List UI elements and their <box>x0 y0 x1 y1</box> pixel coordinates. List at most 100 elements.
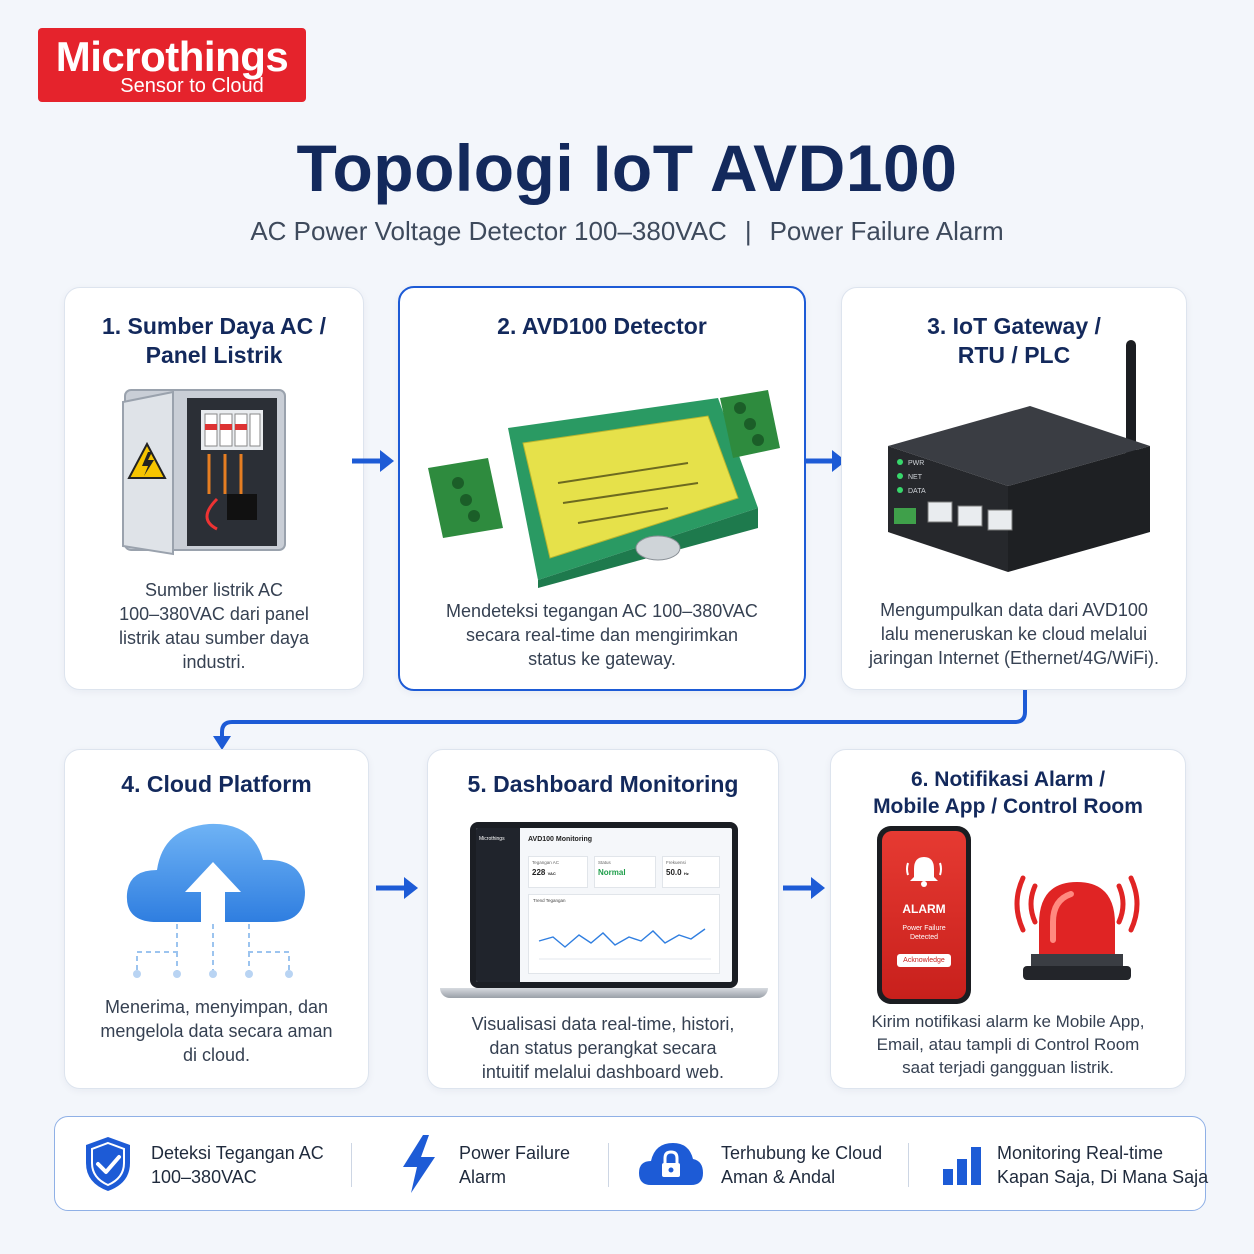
subtitle-separator: | <box>744 216 752 246</box>
step-title-line: 3. IoT Gateway / <box>927 313 1101 339</box>
feature-line: Kapan Saja, Di Mana Saja <box>997 1167 1209 1187</box>
step-description: Mendeteksi tegangan AC 100–380VAC secara… <box>418 599 786 671</box>
step-desc-line: Sumber listrik AC <box>144 580 284 600</box>
electrical-panel-icon <box>122 389 286 556</box>
step-title-line: 6. Notifikasi Alarm / <box>910 768 1106 791</box>
step-card-alarm-notification: 6. Notifikasi Alarm / Mobile App / Contr… <box>830 749 1186 1089</box>
step-title-line: 1. Sumber Daya AC / <box>101 313 327 339</box>
stat-value: 228 <box>532 868 546 877</box>
step-title-line: 2. AVD100 Detector <box>497 313 707 339</box>
led-label: NET <box>908 474 923 481</box>
step-desc-line: saat terjadi gangguan listrik. <box>902 1058 1114 1077</box>
mobile-phone-illustration: ALARM Power Failure Detected Acknowledge <box>877 826 971 1004</box>
step-desc-line: di cloud. <box>182 1045 251 1065</box>
step-desc-line: mengelola data secara aman <box>100 1021 333 1041</box>
step-title: 2. AVD100 Detector <box>400 312 804 341</box>
step-title: 4. Cloud Platform <box>65 770 368 799</box>
step-desc-line: Mendeteksi tegangan AC 100–380VAC <box>446 601 758 621</box>
step-description: Sumber listrik AC 100–380VAC dari panel … <box>83 578 345 674</box>
step-card-avd100-detector: 2. AVD100 Detector Mendeteksi tegangan A… <box>398 286 806 691</box>
avd100-module-icon <box>428 390 780 588</box>
step-desc-line: status ke gateway. <box>528 649 676 669</box>
stat-value: Normal <box>598 868 626 877</box>
page-title: Topologi IoT AVD100 <box>296 131 958 205</box>
step-description: Kirim notifikasi alarm ke Mobile App, Em… <box>849 1010 1167 1079</box>
feature-divider <box>351 1143 352 1187</box>
step-desc-line: Email, atau tampli di Control Room <box>876 1035 1140 1054</box>
feature-cloud-connected: Terhubung ke Cloud Aman & Andal <box>637 1117 917 1212</box>
step-desc-line: secara real-time dan mengirimkan <box>465 625 739 645</box>
flow-arrow-4-5 <box>374 874 420 902</box>
feature-line: Aman & Andal <box>721 1167 836 1187</box>
feature-line: Terhubung ke Cloud <box>721 1143 883 1163</box>
laptop-base <box>440 988 768 998</box>
dashboard-header: AVD100 Monitoring <box>528 836 593 843</box>
step-desc-line: intuitif melalui dashboard web. <box>481 1062 725 1082</box>
flow-arrow-5-6 <box>781 874 827 902</box>
stat-unit: VAC <box>547 871 556 876</box>
stat-label: Tegangan AC <box>532 860 560 865</box>
flow-connector-3-4 <box>213 690 1027 750</box>
flow-arrow-2-3 <box>802 447 848 475</box>
stat-unit: Hz <box>683 871 689 876</box>
logo-tagline: Sensor to Cloud <box>120 75 264 97</box>
feature-divider <box>908 1143 909 1187</box>
step-card-iot-gateway: 3. IoT Gateway / RTU / PLC PWR NET DATA … <box>841 287 1187 690</box>
stat-card: Tegangan AC 228 VAC <box>528 856 588 888</box>
feature-power-failure: Power Failure Alarm <box>395 1117 615 1212</box>
feature-line: Deteksi Tegangan AC <box>151 1143 324 1163</box>
alarm-label: ALARM <box>902 902 946 916</box>
logo-brand-name: Microthings <box>55 33 289 80</box>
step-desc-line: Visualisasi data real-time, histori, <box>471 1014 735 1034</box>
step-desc-line: industri. <box>182 652 246 672</box>
trend-line-sparkline <box>538 928 711 960</box>
trend-chart-panel: Trend Tegangan <box>528 894 720 974</box>
led-label: PWR <box>908 460 924 467</box>
step-title: 5. Dashboard Monitoring <box>428 770 778 799</box>
alarm-message: Power Failure Detected <box>882 924 966 942</box>
gateway-device-icon: PWR NET DATA <box>888 340 1150 572</box>
laptop-illustration: Microthings AVD100 Monitoring Tegangan A… <box>440 822 768 1002</box>
alarm-siren-icon <box>1014 875 1140 980</box>
feature-realtime-monitoring: Monitoring Real-time Kapan Saja, Di Mana… <box>937 1117 1208 1212</box>
cloud-upload-icon <box>126 823 305 978</box>
step-description: Mengumpulkan data dari AVD100 lalu mener… <box>860 598 1168 670</box>
step-title-line: RTU / PLC <box>957 342 1071 368</box>
step-card-cloud-platform: 4. Cloud Platform Menerima, menyimpan, d… <box>64 749 369 1089</box>
step-desc-line: Kirim notifikasi alarm ke Mobile App, <box>871 1012 1145 1031</box>
step-desc-line: listrik atau sumber daya <box>118 628 310 648</box>
step-title-line: Panel Listrik <box>145 342 283 368</box>
step-title-line: 5. Dashboard Monitoring <box>467 771 739 797</box>
step-description: Menerima, menyimpan, dan mengelola data … <box>83 995 350 1067</box>
dashboard-app-name: Microthings <box>479 836 505 842</box>
step-desc-line: Mengumpulkan data dari AVD100 <box>880 600 1148 620</box>
step-desc-line: dan status perangkat secara <box>489 1038 717 1058</box>
feature-divider <box>608 1143 609 1187</box>
alarm-message-line: Power Failure <box>902 925 946 932</box>
stat-label: Frekuensi <box>666 860 686 865</box>
shield-check-icon <box>86 1137 130 1191</box>
microthings-logo: Microthings Sensor to Cloud <box>38 28 306 102</box>
stat-label: Status <box>598 860 611 865</box>
feature-voltage-detection: Deteksi Tegangan AC 100–380VAC <box>79 1117 359 1212</box>
subtitle-right: Power Failure Alarm <box>769 216 1004 246</box>
feature-line: Power Failure <box>459 1143 571 1163</box>
step-description: Visualisasi data real-time, histori, dan… <box>446 1012 760 1084</box>
page-subtitle: AC Power Voltage Detector 100–380VAC | Pow… <box>0 216 1254 247</box>
step-title: 6. Notifikasi Alarm / Mobile App / Contr… <box>831 766 1185 820</box>
stat-card: Frekuensi 50.0 Hz <box>662 856 720 888</box>
flow-arrow-1-2 <box>350 447 396 475</box>
features-bar: Deteksi Tegangan AC 100–380VAC Power Fai… <box>54 1116 1208 1212</box>
step-desc-line: 100–380VAC dari panel <box>119 604 309 624</box>
bell-icon <box>906 857 942 887</box>
feature-line: Alarm <box>459 1167 507 1187</box>
led-label: DATA <box>908 488 926 495</box>
alarm-message-line: Detected <box>909 934 939 941</box>
step-card-power-source: 1. Sumber Daya AC / Panel Listrik Sumber… <box>64 287 364 690</box>
acknowledge-button[interactable]: Acknowledge <box>897 954 951 967</box>
dashboard-sidebar: Microthings <box>476 828 520 982</box>
step-title-line: 4. Cloud Platform <box>121 771 312 797</box>
feature-line: Monitoring Real-time <box>997 1143 1164 1163</box>
subtitle-left: AC Power Voltage Detector 100–380VAC <box>250 216 727 246</box>
step-desc-line: jaringan Internet (Ethernet/4G/WiFi). <box>868 648 1160 668</box>
